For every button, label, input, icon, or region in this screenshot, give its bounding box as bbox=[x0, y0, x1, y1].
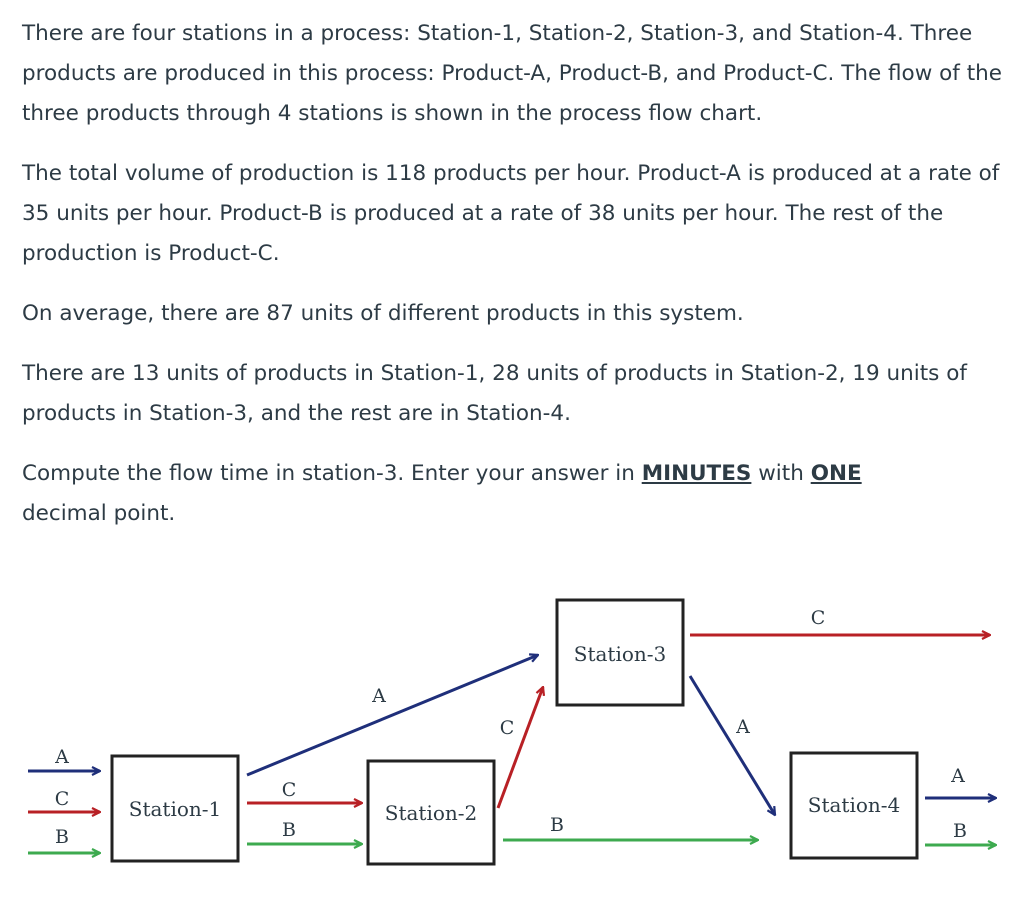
flow-label-s3-out-c: C bbox=[811, 607, 826, 629]
question-paragraph-5: Compute the flow time in station-3. Ente… bbox=[22, 454, 1012, 534]
station-3-label: Station-3 bbox=[574, 642, 667, 666]
flow-label-out-b: B bbox=[953, 820, 967, 842]
station-2-label: Station-2 bbox=[385, 801, 478, 825]
flow-label-in-c: C bbox=[55, 788, 70, 810]
question-paragraph-3: On average, there are 87 units of differ… bbox=[22, 301, 744, 326]
station-1-box bbox=[110, 754, 240, 863]
flow-label-in-a: A bbox=[54, 746, 69, 768]
instruction-ending: decimal point. bbox=[22, 501, 176, 526]
flow-arrow-s3-s4-a bbox=[688, 675, 775, 815]
instruction-connector: with bbox=[751, 461, 811, 486]
instruction-text: Compute the flow time in station-3. Ente… bbox=[22, 461, 642, 486]
question-paragraph-4: There are 13 units of products in Statio… bbox=[22, 361, 967, 426]
flow-label-s1-s3-a: A bbox=[371, 685, 386, 707]
flow-arrow-s2-s3-c bbox=[496, 687, 543, 809]
flow-label-in-b: B bbox=[55, 826, 69, 848]
process-flow-chart: Station-1 Station-2 Station-3 Station-4 … bbox=[28, 598, 1024, 866]
question-paragraph-1: There are four stations in a process: St… bbox=[22, 21, 1002, 126]
flow-label-s3-s4-a: A bbox=[735, 716, 750, 738]
flow-label-s2-s3-c: C bbox=[500, 717, 515, 739]
flow-label-s1-s2-b: B bbox=[282, 819, 296, 841]
station-4-box bbox=[789, 751, 919, 860]
station-4-label: Station-4 bbox=[808, 793, 901, 817]
precision-emphasis: ONE bbox=[810, 461, 862, 486]
flow-label-s2-s4-b: B bbox=[550, 814, 564, 836]
station-2-box bbox=[366, 759, 496, 866]
station-1-label: Station-1 bbox=[129, 797, 222, 821]
unit-emphasis: MINUTES bbox=[641, 461, 752, 486]
station-3-box bbox=[555, 598, 685, 707]
flow-arrow-s1-s3-a bbox=[246, 655, 538, 777]
question-paragraph-2: The total volume of production is 118 pr… bbox=[22, 161, 1000, 266]
flow-label-out-a: A bbox=[950, 765, 965, 787]
flow-label-s1-s2-c: C bbox=[282, 779, 297, 801]
question-text: There are four stations in a process: St… bbox=[22, 14, 1012, 554]
